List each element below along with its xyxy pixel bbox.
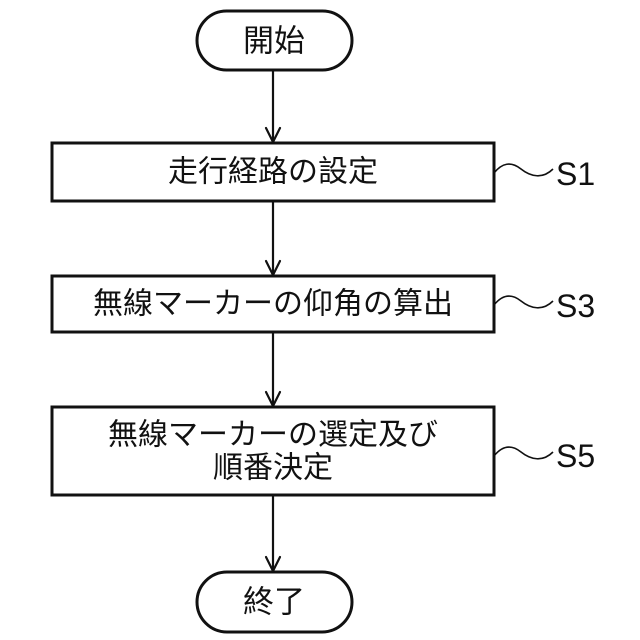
process-box-s3-label: 無線マーカーの仰角の算出 [93,288,453,321]
step-connector-squiggle-s5 [493,446,554,460]
step-label-s1: S1 [556,156,595,192]
step-label-s5: S5 [556,438,595,474]
process-box-s3: 無線マーカーの仰角の算出 S3 [50,274,595,334]
start-terminator: 開始 [195,9,354,72]
end-terminator-shape [195,570,354,634]
step-connector-squiggle-s3 [493,295,554,309]
process-box-s5-label-line1: 無線マーカーの選定及び [108,419,438,452]
process-box-s5-label-line2: 順番決定 [213,452,333,485]
step-connector-squiggle-s1 [493,163,554,177]
arrow-s5-to-end [264,495,282,574]
process-box-s5: 無線マーカーの選定及び 順番決定 S5 [50,405,595,497]
process-box-s3-shape [50,274,496,334]
start-terminator-shape [195,9,354,72]
step-label-s3: S3 [556,288,595,324]
end-terminator-label: 終了 [243,585,305,620]
process-box-s1-label: 走行経路の設定 [168,156,378,189]
arrow-s1-to-s3 [264,201,282,278]
process-box-s1: 走行経路の設定 S1 [50,141,595,203]
arrow-start-to-s1 [264,70,282,145]
start-terminator-label: 開始 [243,24,305,59]
end-terminator: 終了 [195,570,354,634]
arrow-s3-to-s5 [264,332,282,409]
